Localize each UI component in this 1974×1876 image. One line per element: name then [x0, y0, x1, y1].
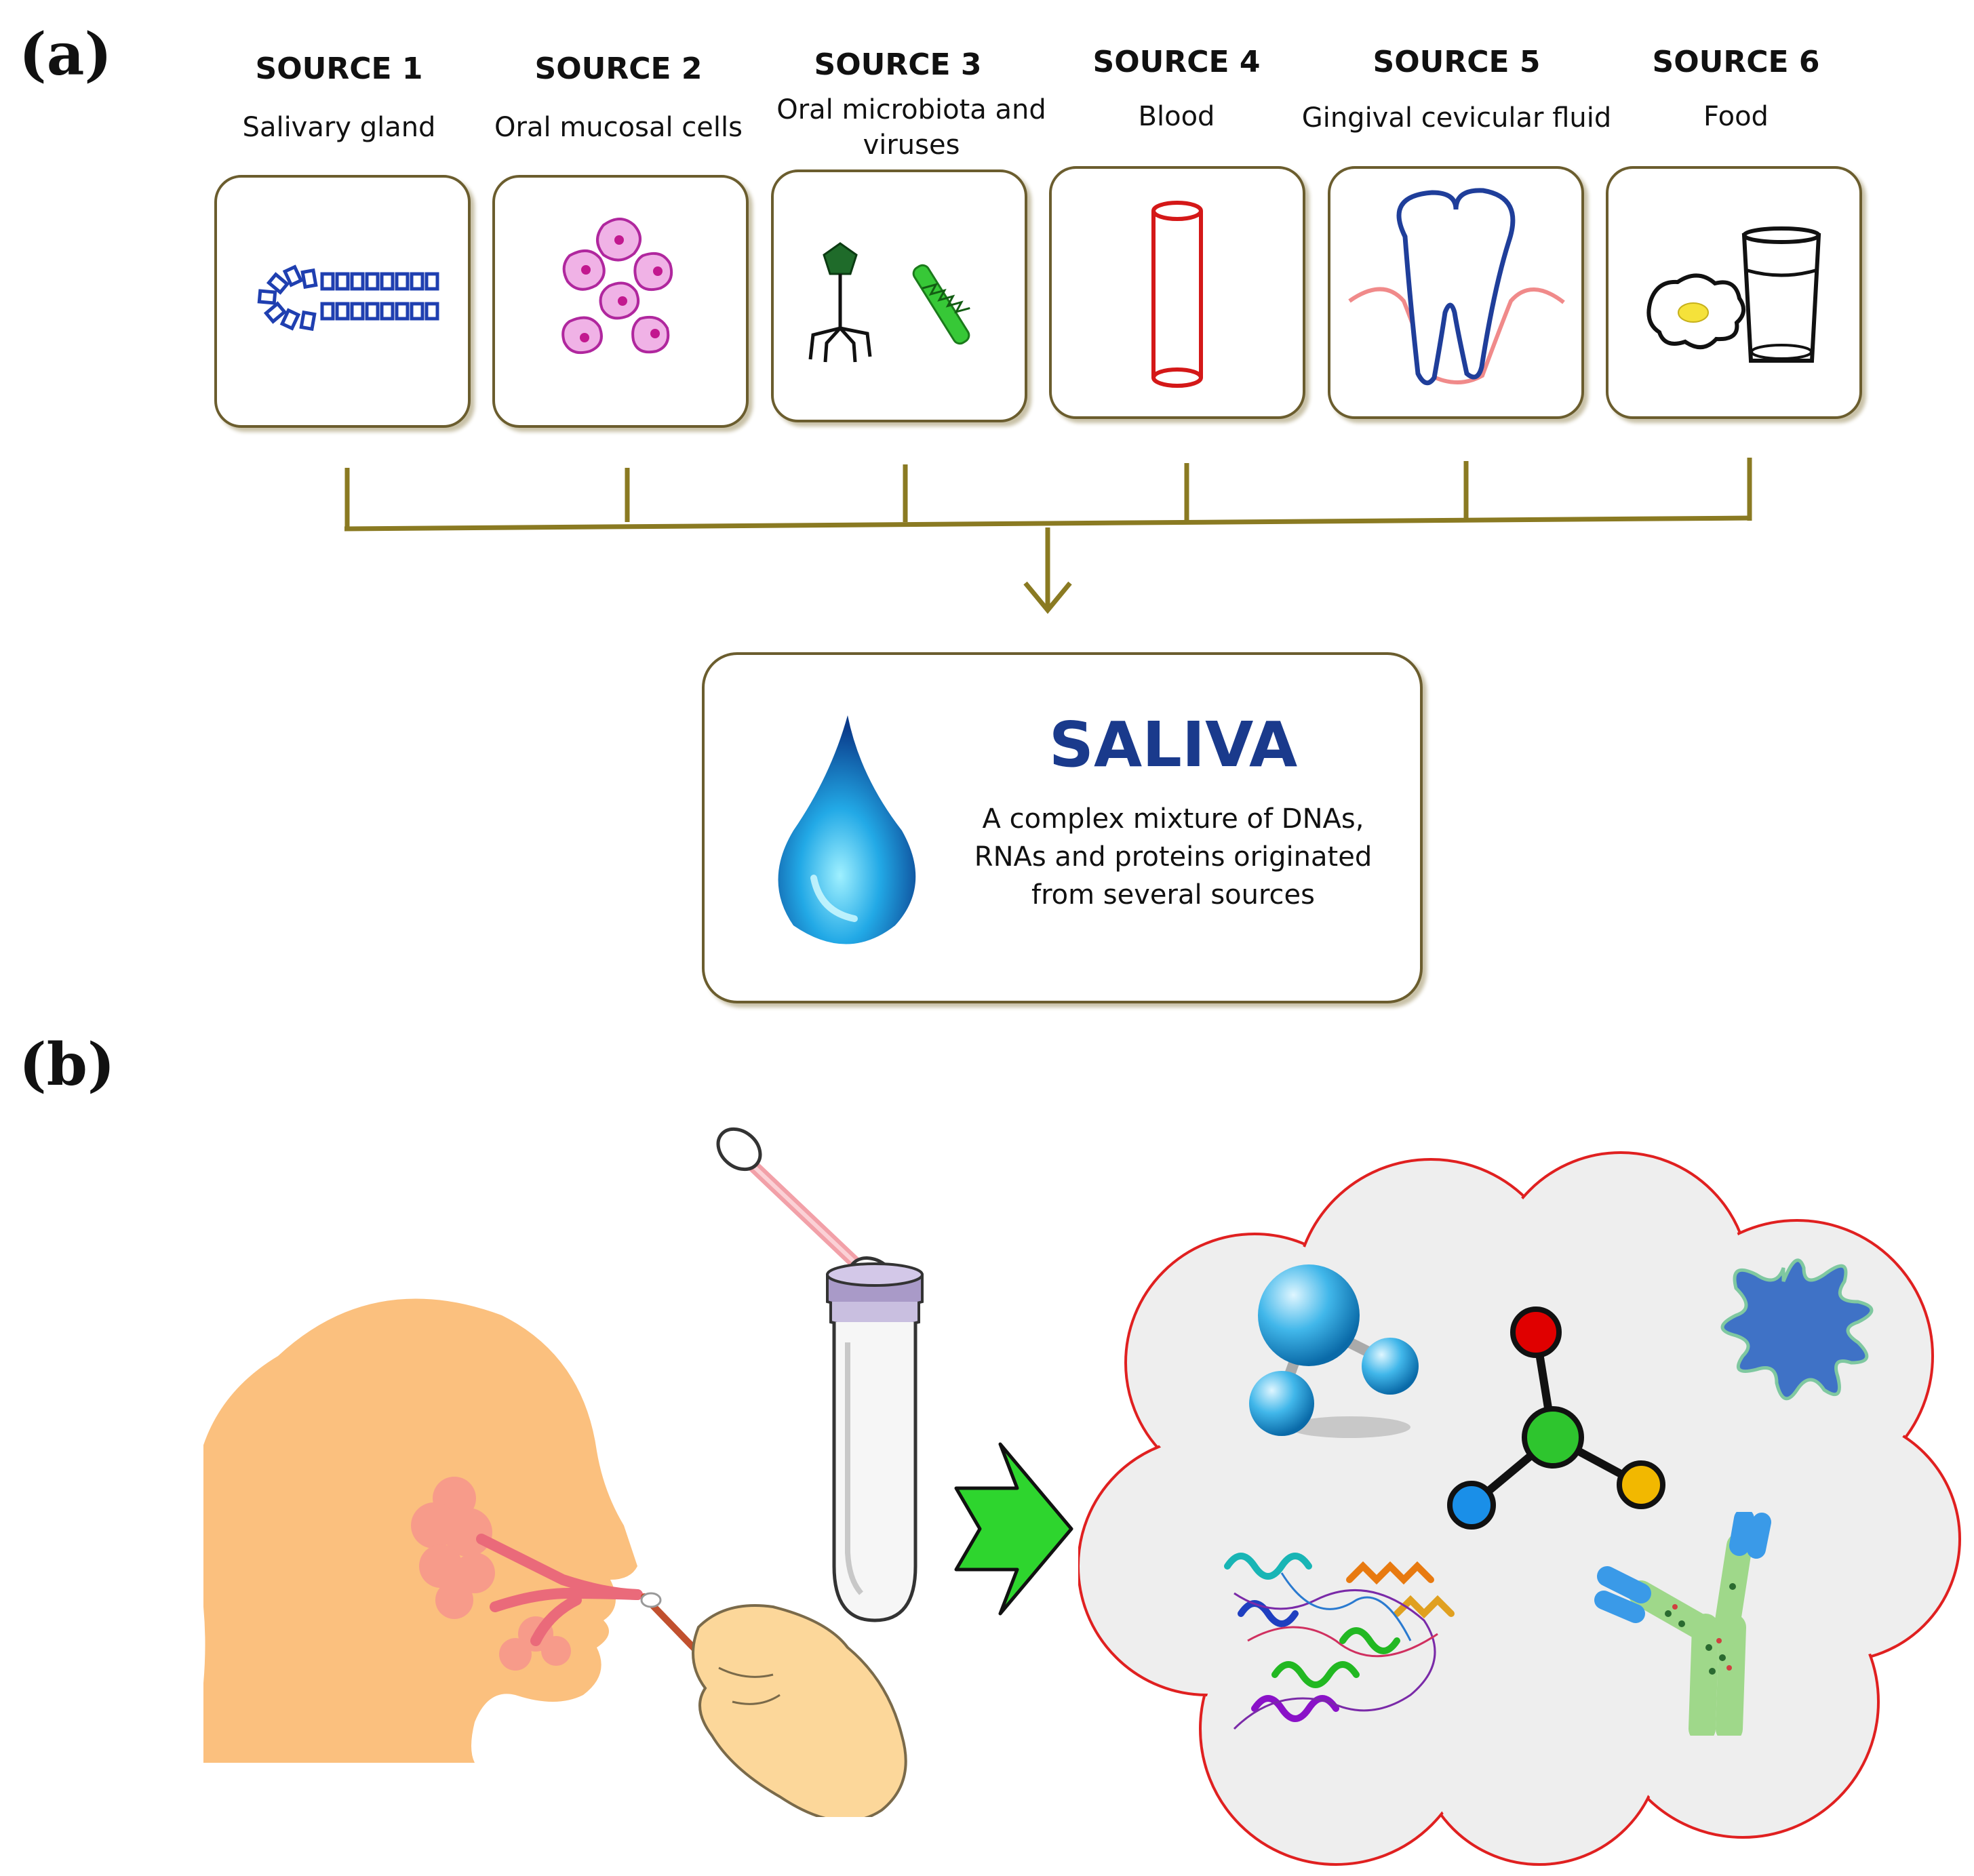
source-5-title: SOURCE 5 — [1373, 45, 1541, 79]
water-drop-icon — [778, 715, 916, 944]
saliva-title: SALIVA — [1048, 709, 1298, 781]
source-3-subtitle: Oral microbiota and viruses — [776, 94, 1046, 161]
source-6-title: SOURCE 6 — [1652, 45, 1820, 79]
blood-vessel-icon — [1151, 201, 1203, 388]
gloved-hand-swab-icon — [640, 1592, 907, 1817]
splat-icon — [1720, 1258, 1874, 1401]
source-5-box — [1328, 166, 1584, 419]
source-3-box — [771, 169, 1027, 422]
source-4-box — [1049, 166, 1305, 419]
source-1-title: SOURCE 1 — [255, 52, 423, 86]
source-4-subtitle: Blood — [1138, 101, 1215, 132]
protein-structure-icon — [1224, 1553, 1455, 1730]
salivary-gland-icon — [257, 264, 439, 332]
source-6-subtitle: Food — [1703, 101, 1769, 132]
source-1-box — [214, 175, 471, 428]
panel-label-a: (a) — [19, 20, 113, 89]
source-4-title: SOURCE 4 — [1092, 45, 1261, 79]
source-connector — [344, 458, 1752, 614]
source-2-box — [492, 175, 749, 428]
water-molecule-icon — [1249, 1264, 1419, 1438]
source-3-title: SOURCE 3 — [814, 47, 982, 82]
source-2-subtitle: Oral mucosal cells — [494, 112, 743, 143]
arrow-right-icon — [954, 1442, 1073, 1616]
source-1-subtitle: Salivary gland — [242, 112, 436, 143]
source-2-title: SOURCE 2 — [534, 52, 703, 86]
tooth-gum-icon — [1348, 188, 1565, 386]
microbiota-virus-icon — [808, 242, 970, 363]
source-6-box — [1606, 166, 1862, 419]
mucosal-cells-icon — [561, 218, 673, 355]
source-5-subtitle: Gingival cevicular fluid — [1301, 102, 1612, 134]
panel-label-b: (b) — [19, 1031, 115, 1099]
swab-tube-icon — [716, 1127, 924, 1622]
molecule-icon — [1447, 1306, 1665, 1530]
food-glass-icon — [1646, 226, 1821, 363]
salivary-glands-icon — [411, 1477, 643, 1671]
antibody-icon — [1594, 1512, 1771, 1736]
saliva-description: A complex mixture of DNAs, RNAs and prot… — [974, 803, 1373, 911]
